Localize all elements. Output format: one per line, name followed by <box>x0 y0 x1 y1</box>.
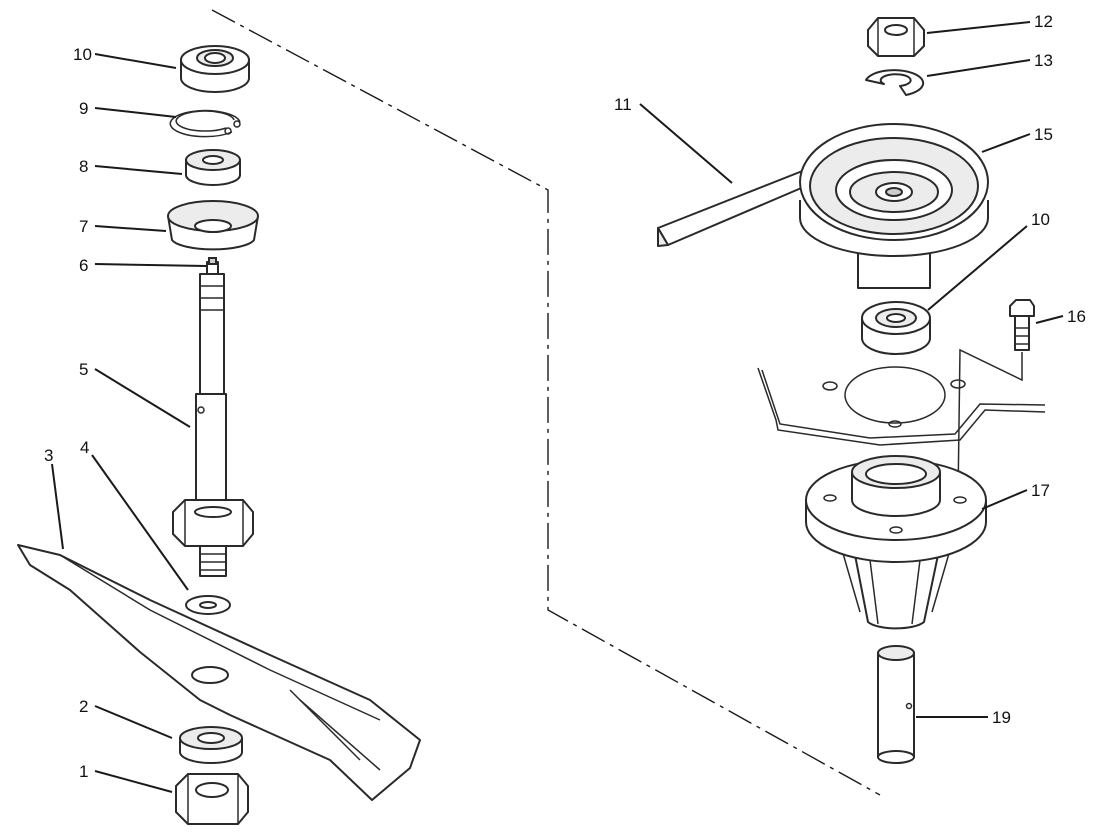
label-nut-right: 12 <box>1034 12 1053 31</box>
cup <box>167 200 259 251</box>
leader-lines <box>51 21 1064 793</box>
label-bearing-spacer: 8 <box>79 157 88 176</box>
bearing-top-left <box>180 45 250 93</box>
label-pulley: 15 <box>1034 125 1053 144</box>
deck-plate <box>757 366 1046 446</box>
label-housing: 17 <box>1031 481 1050 500</box>
phantom-line <box>211 9 881 796</box>
spindle-shaft <box>172 273 254 577</box>
label-snap-ring: 9 <box>79 99 88 118</box>
washer <box>185 595 231 615</box>
blade <box>17 544 421 801</box>
label-washer: 4 <box>80 438 89 457</box>
nut-right <box>867 17 925 57</box>
sleeve <box>877 645 915 764</box>
bolt <box>1009 299 1035 351</box>
lock-washer <box>865 69 925 96</box>
label-spacer: 2 <box>79 697 88 716</box>
label-key: 11 <box>614 95 632 114</box>
label-lock-washer: 13 <box>1034 51 1053 70</box>
pulley <box>799 123 989 289</box>
label-sleeve: 19 <box>992 708 1011 727</box>
key <box>657 167 821 247</box>
label-bearing-top-left: 10 <box>73 45 92 64</box>
label-bolt: 16 <box>1067 307 1086 326</box>
spacer <box>179 726 243 764</box>
nut-left <box>175 773 249 825</box>
label-blade: 3 <box>44 446 53 465</box>
label-nut-left: 1 <box>79 762 88 781</box>
snap-ring <box>169 109 241 138</box>
grease-fitting <box>206 257 219 275</box>
label-spindle-shaft: 5 <box>79 360 88 379</box>
label-fitting: 6 <box>79 256 88 275</box>
bearing-right <box>861 301 931 355</box>
bearing-spacer <box>185 149 241 186</box>
label-bearing-right: 10 <box>1031 210 1050 229</box>
housing <box>805 455 987 630</box>
label-cup: 7 <box>79 217 88 236</box>
bolt-path <box>957 348 1023 499</box>
